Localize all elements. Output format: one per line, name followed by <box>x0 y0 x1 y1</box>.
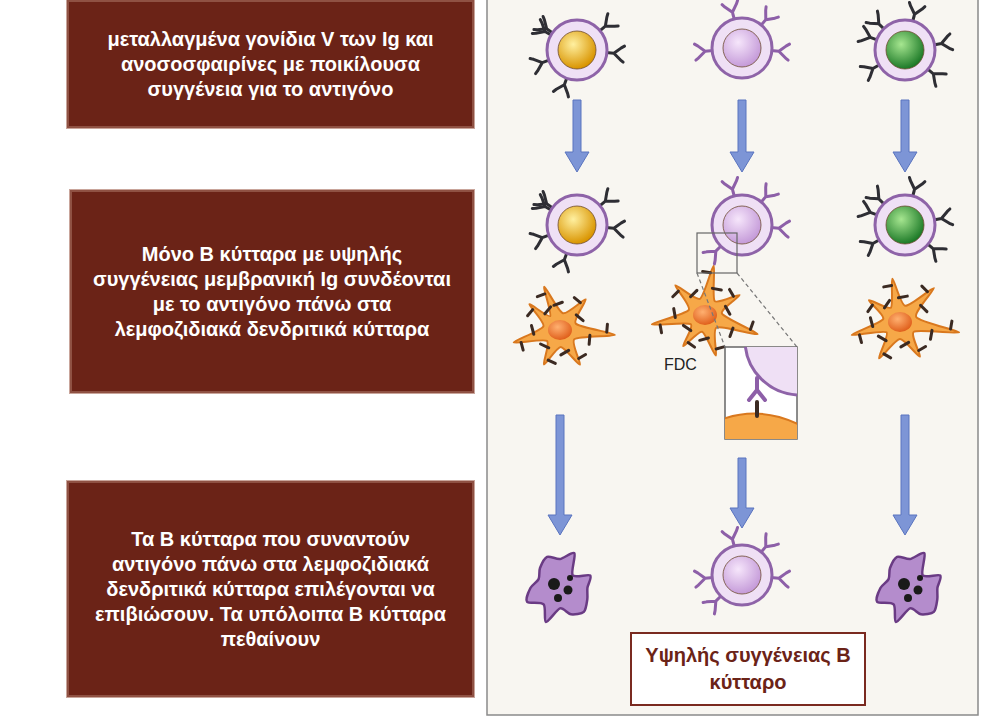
apoptotic-cell <box>877 553 941 622</box>
box-text: μεταλλαγμένα γονίδια V των Ig και ανοσοσ… <box>87 27 454 102</box>
antigen-spike <box>531 326 533 335</box>
cell-nucleus <box>723 29 761 67</box>
down-arrow <box>893 100 917 172</box>
antigen-spike <box>898 296 907 298</box>
antigen-spike <box>688 343 695 348</box>
apoptotic-body <box>567 575 573 581</box>
fdc-membrane <box>725 414 797 439</box>
apoptotic-body <box>548 578 560 590</box>
antigen-spike <box>554 302 562 305</box>
antigen-spike <box>541 344 549 348</box>
cell-nucleus <box>886 31 924 69</box>
b-cell <box>712 18 772 78</box>
antigen-spike <box>859 335 861 343</box>
antigen-spike <box>930 330 932 339</box>
cell-nucleus <box>548 320 572 340</box>
apoptotic-body <box>554 594 562 602</box>
zoom-leader <box>697 273 725 347</box>
antigen-spike <box>884 354 891 358</box>
step-box: Τα Β κύτταρα που συναντούν αντιγόνο πάνω… <box>67 481 474 697</box>
antigen-spike <box>884 286 892 287</box>
caption-box: Υψηλής συγγένειας Β κύτταρο <box>630 632 866 706</box>
b-cell <box>875 20 935 80</box>
antigen-spike <box>605 324 609 332</box>
antigen-spike <box>561 350 569 355</box>
step-box: Μόνο Β κύτταρα με υψηλής συγγένειας μεμβ… <box>70 190 474 393</box>
antigen-spike <box>868 305 873 312</box>
box-text: Μόνο Β κύτταρα με υψηλής συγγένειας μεμβ… <box>90 242 454 342</box>
antigen-spike <box>528 310 533 316</box>
antigen-spike <box>919 346 926 350</box>
antigen-spike <box>951 321 952 329</box>
antigen-spike <box>521 342 523 350</box>
antigen-spike <box>545 307 551 314</box>
antigen-spike <box>691 290 697 296</box>
cell-drawings <box>514 1 959 622</box>
antigen-spike <box>683 325 690 330</box>
antigen-spike <box>725 306 730 314</box>
antigen-spike <box>712 288 721 290</box>
follicular-dendritic-cell <box>514 287 615 365</box>
b-cell-membrane <box>745 347 797 395</box>
antigen-spike <box>588 335 592 344</box>
cell-nucleus <box>888 312 912 332</box>
apoptotic-cell <box>527 553 591 622</box>
antigen-spike <box>674 309 676 318</box>
down-arrow <box>730 458 754 528</box>
b-cell <box>712 545 772 605</box>
apoptotic-body <box>898 578 910 590</box>
box-text: Υψηλής συγγένειας Β κύτταρο <box>642 642 854 696</box>
cell-nucleus <box>558 206 596 244</box>
step-box: μεταλλαγμένα γονίδια V των Ig και ανοσοσ… <box>67 0 474 128</box>
cell-nucleus <box>886 206 924 244</box>
antigen-spike <box>537 294 544 297</box>
antigen-spike <box>576 315 583 321</box>
antigen-spike <box>730 328 733 336</box>
b-cell <box>547 20 607 80</box>
cell-nucleus <box>723 206 761 244</box>
antigen-spike <box>901 342 909 347</box>
panel-frame <box>487 0 978 715</box>
antigen-spike <box>922 286 928 292</box>
apoptotic-body <box>917 575 923 581</box>
antigen-spike <box>700 338 709 340</box>
down-arrow <box>565 100 589 172</box>
cell-nucleus <box>558 31 596 69</box>
down-arrow <box>548 415 572 535</box>
antigen-spike <box>750 322 753 329</box>
antigen-spike <box>716 347 724 349</box>
antigen-spike <box>878 336 886 341</box>
b-cell <box>712 195 772 255</box>
cell-label: FDC <box>664 356 697 374</box>
follicular-dendritic-cell <box>852 279 959 359</box>
antigen-spike <box>574 298 580 303</box>
down-arrow <box>730 100 754 172</box>
box-text: Τα Β κύτταρα που συναντούν αντιγόνο πάνω… <box>87 527 454 652</box>
zoom-marker <box>697 233 737 273</box>
antigen-spike <box>884 300 889 307</box>
antigen-spike <box>921 305 927 311</box>
zoom-leader <box>737 273 797 347</box>
apoptotic-body <box>914 586 923 595</box>
antigen-spike <box>729 289 733 296</box>
antigen-spike <box>660 325 661 333</box>
antigen-spike <box>673 291 679 297</box>
antibody-receptor <box>749 378 765 400</box>
antigen-spike <box>579 354 586 358</box>
antigen-spike <box>870 318 872 327</box>
apoptotic-body <box>904 594 912 602</box>
down-arrow <box>893 415 917 535</box>
antigen-spike <box>755 402 759 416</box>
b-cell <box>547 195 607 255</box>
b-cell <box>875 195 935 255</box>
apoptotic-body <box>564 586 573 595</box>
zoom-inset-content <box>725 347 797 439</box>
cell-nucleus <box>723 556 761 594</box>
antigen-spike <box>548 360 555 363</box>
